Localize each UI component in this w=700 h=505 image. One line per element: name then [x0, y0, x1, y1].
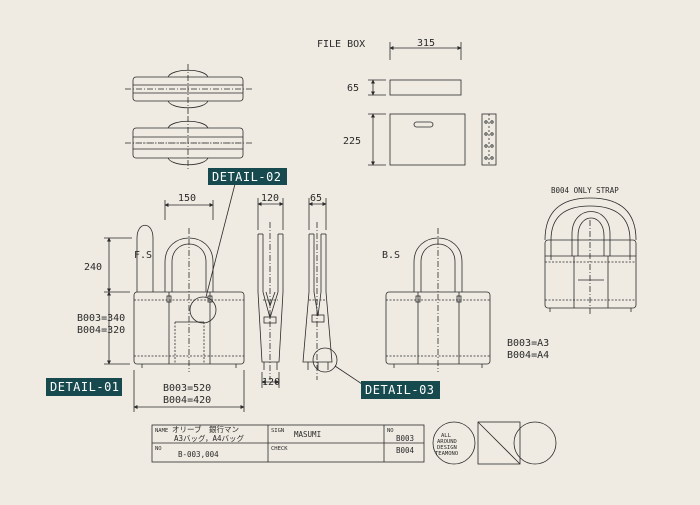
- body-width-b004: B004=420: [163, 395, 211, 406]
- title-no-top-label: NO: [387, 428, 394, 434]
- body-height-b003: B003=340: [77, 313, 125, 324]
- file-box-drawing: [368, 42, 497, 166]
- title-block: [151, 424, 425, 463]
- logo-text-line2: AROUND: [437, 439, 457, 445]
- strap-view: [544, 197, 637, 316]
- detail-01-label: DETAIL-01: [50, 380, 120, 394]
- dim-file-box-width: 315: [417, 38, 435, 49]
- brand-logo: [432, 421, 557, 465]
- logo-text-line1: ALL: [441, 433, 452, 439]
- title-no-value: B-003,004: [178, 450, 219, 459]
- logo-text-line4: TEAMONO: [435, 451, 458, 457]
- title-sign-value: MASUMI: [294, 430, 321, 439]
- title-no-label: NO: [155, 446, 162, 452]
- title-sign-label: SIGN: [271, 428, 284, 434]
- file-box-title: FILE BOX: [317, 39, 365, 50]
- dim-side-top-width: 120: [261, 193, 279, 204]
- dim-side-bottom-width: 120: [262, 377, 280, 388]
- paper-size-b004: B004=A4: [507, 350, 549, 361]
- detail-01-tag: DETAIL-01: [46, 378, 122, 396]
- top-view-upper: [125, 64, 252, 114]
- title-no-top-line2: B004: [396, 446, 415, 455]
- title-name-line1: オリーブ 銀行マン: [172, 424, 239, 434]
- strap-view-title: B004 ONLY STRAP: [551, 186, 619, 195]
- title-name-line2: A3バッグ，A4バッグ: [174, 433, 245, 443]
- detail-03-leader: [334, 365, 363, 385]
- front-view: [104, 200, 245, 412]
- back-view: [385, 228, 491, 372]
- title-no-top-line1: B003: [396, 434, 414, 443]
- dim-handle-width: 150: [178, 193, 196, 204]
- top-view-lower: [125, 116, 252, 170]
- side-view-right: [302, 198, 338, 380]
- paper-size-b003: B003=A3: [507, 338, 549, 349]
- side-view-left: [257, 198, 284, 388]
- body-width-b003: B003=520: [163, 383, 211, 394]
- detail-03-label: DETAIL-03: [365, 383, 435, 397]
- detail-02-label: DETAIL-02: [212, 170, 282, 184]
- body-height-b004: B004=320: [77, 325, 125, 336]
- title-name-label: NAME: [155, 428, 168, 434]
- dim-file-box-height: 225: [343, 136, 361, 147]
- detail-03-tag: DETAIL-03: [361, 381, 440, 399]
- back-view-label: B.S: [382, 250, 400, 261]
- detail-02-tag: DETAIL-02: [208, 168, 287, 185]
- logo-text-line3: DESIGN: [437, 445, 457, 451]
- detail-02-leader: [205, 183, 236, 298]
- dim-file-box-depth: 65: [347, 83, 359, 94]
- title-check-label: CHECK: [271, 446, 288, 452]
- dim-handle-height: 240: [84, 262, 102, 273]
- dim-side-depth: 65: [310, 193, 322, 204]
- front-view-label: F.S: [134, 250, 152, 261]
